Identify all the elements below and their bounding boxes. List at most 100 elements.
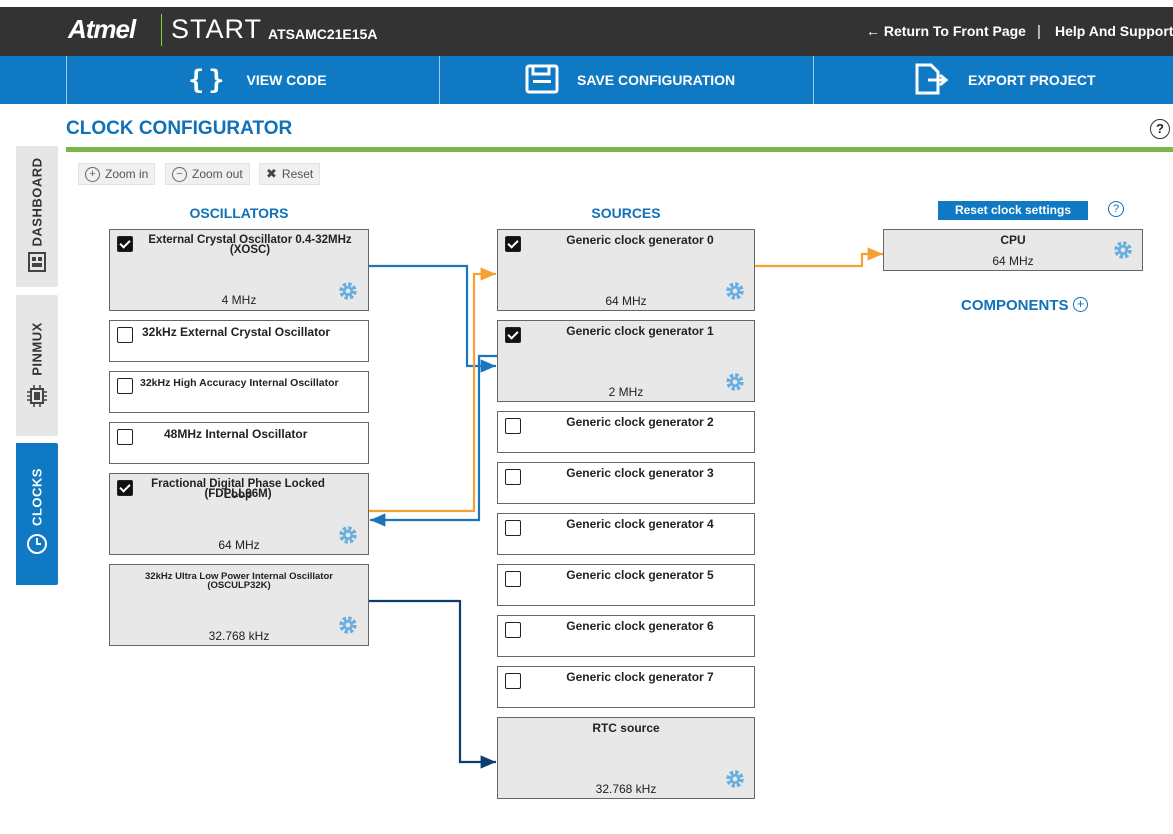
start-logo: START [171,14,263,44]
generator-block-gclk5[interactable]: Generic clock generator 5 [497,564,755,606]
dashboard-icon [28,252,46,272]
osculp32k-to-rtc-link [369,599,496,769]
oscillator-name: 32kHz External Crystal Oscillator [142,325,331,339]
gclk2-enable-checkbox[interactable] [505,418,521,434]
oscillator-frequency: 64 MHz [218,538,260,552]
export-project-label: EXPORT PROJECT [968,72,1096,88]
osc32k-enable-checkbox[interactable] [117,378,133,394]
save-configuration-label: SAVE CONFIGURATION [577,72,736,88]
oscillator-block-xosc32k[interactable]: 32kHz External Crystal Oscillator [109,320,369,362]
xosc-enable-checkbox[interactable] [117,236,133,252]
chip-icon [27,385,47,407]
generator-block-gclk4[interactable]: Generic clock generator 4 [497,513,755,555]
generator-block-gclk3[interactable]: Generic clock generator 3 [497,462,755,504]
generator-block-gclk7[interactable]: Generic clock generator 7 [497,666,755,708]
zoom-out-button[interactable]: −Zoom out [165,163,250,185]
xosc32k-enable-checkbox[interactable] [117,327,133,343]
help-icon[interactable]: ? [1150,119,1170,139]
export-project-button[interactable]: EXPORT PROJECT [814,56,1173,104]
oscillator-name: Fractional Digital Phase Locked Loop [151,478,325,501]
zoom-out-icon: − [172,166,187,182]
top-header-bar [0,7,1173,56]
oscillator-block-osc32k[interactable]: 32kHz High Accuracy Internal Oscillator [109,371,369,413]
title-underline [66,147,1173,152]
tab-dashboard[interactable]: DASHBOARD [16,146,58,287]
xosc-to-gclk1-link [369,264,496,373]
action-divider [813,56,814,104]
add-component-icon[interactable]: + [1073,297,1088,312]
gclk7-enable-checkbox[interactable] [505,673,521,689]
view-code-label: VIEW CODE [246,72,327,88]
tab-pinmux[interactable]: PINMUX [16,295,58,436]
cpu-frequency: 64 MHz [992,254,1034,268]
action-divider [66,56,67,104]
reset-view-button[interactable]: ✖Reset [259,163,321,185]
gclk3-enable-checkbox[interactable] [505,469,521,485]
gear-icon[interactable] [337,280,359,302]
return-to-front-page-link[interactable]: ← Return To Front Page [866,23,1026,39]
components-label[interactable]: COMPONENTS [961,297,1069,314]
generator-name: Generic clock generator 6 [566,619,714,633]
oscillator-block-osculp32k[interactable]: 32kHz Ultra Low Power Internal Oscillato… [109,564,369,646]
generator-name: Generic clock generator 3 [566,466,714,480]
zoom-in-icon: + [85,166,100,182]
generator-name: Generic clock generator 2 [566,415,714,429]
oscillator-name: 32kHz High Accuracy Internal Oscillator [140,377,339,389]
generator-block-gclk1[interactable]: Generic clock generator 1 2 MHz [497,320,755,402]
generator-name: Generic clock generator 1 [566,324,714,338]
rtc-source-name: RTC source [592,721,660,735]
reset-clock-settings-button[interactable]: Reset clock settings [938,201,1088,220]
fdpll-enable-checkbox[interactable] [117,480,133,496]
page-title: CLOCK CONFIGURATOR [66,118,293,139]
oscillator-subname: (FDPLL96M) [204,488,272,500]
view-code-button[interactable]: {} VIEW CODE [67,56,439,104]
fdpll-to-gclk0-link [369,267,496,513]
reset-view-label: Reset [281,167,314,181]
generator-block-gclk0[interactable]: Generic clock generator 0 64 MHz [497,229,755,311]
curly-braces-icon: {} [188,64,229,96]
generator-name: Generic clock generator 7 [566,670,714,684]
gear-icon[interactable] [337,614,359,636]
gear-icon[interactable] [724,371,746,393]
cpu-name: CPU [1000,233,1026,247]
oscillator-subname: (XOSC) [229,244,271,256]
oscillator-frequency: 4 MHz [221,293,257,307]
gclk0-to-cpu-link [755,247,883,268]
oscillator-block-osc48m[interactable]: 48MHz Internal Oscillator [109,422,369,464]
generator-name: Generic clock generator 4 [566,517,714,531]
cpu-block[interactable]: CPU 64 MHz [883,229,1143,271]
oscillator-name: External Crystal Oscillator 0.4-32MHz [148,234,352,246]
rtc-source-block[interactable]: RTC source 32.768 kHz [497,717,755,799]
gclk0-enable-checkbox[interactable] [505,236,521,252]
help-and-support-link[interactable]: Help And Support [1055,23,1173,39]
tab-clocks[interactable]: CLOCKS [16,443,58,585]
gclk6-enable-checkbox[interactable] [505,622,521,638]
zoom-out-label: Zoom out [192,167,243,181]
help-icon[interactable]: ? [1108,201,1124,217]
logo-separator [161,14,162,46]
generator-block-gclk6[interactable]: Generic clock generator 6 [497,615,755,657]
atmel-logo: Atmel [68,14,136,44]
save-configuration-button[interactable]: SAVE CONFIGURATION [440,56,813,104]
oscillator-name: 48MHz Internal Oscillator [164,427,308,441]
export-file-icon [914,63,950,98]
device-name: ATSAMC21E15A [268,26,378,42]
gclk1-enable-checkbox[interactable] [505,327,521,343]
oscillator-block-fdpll[interactable]: Fractional Digital Phase Locked Loop (FD… [109,473,369,555]
oscillator-block-xosc[interactable]: External Crystal Oscillator 0.4-32MHz (X… [109,229,369,311]
gear-icon[interactable] [724,768,746,790]
zoom-in-button[interactable]: +Zoom in [78,163,156,185]
oscillator-frequency: 32.768 kHz [208,629,270,643]
gclk4-enable-checkbox[interactable] [505,520,521,536]
generator-block-gclk2[interactable]: Generic clock generator 2 [497,411,755,453]
sources-heading: SOURCES [591,205,661,221]
gclk1-to-fdpll-link [370,354,497,527]
gclk5-enable-checkbox[interactable] [505,571,521,587]
oscillator-subname: (OSCULP32K) [207,580,271,591]
gear-icon[interactable] [1112,239,1134,261]
osc48m-enable-checkbox[interactable] [117,429,133,445]
gear-icon[interactable] [337,524,359,546]
gear-icon[interactable] [724,280,746,302]
generator-name: Generic clock generator 5 [566,568,714,582]
